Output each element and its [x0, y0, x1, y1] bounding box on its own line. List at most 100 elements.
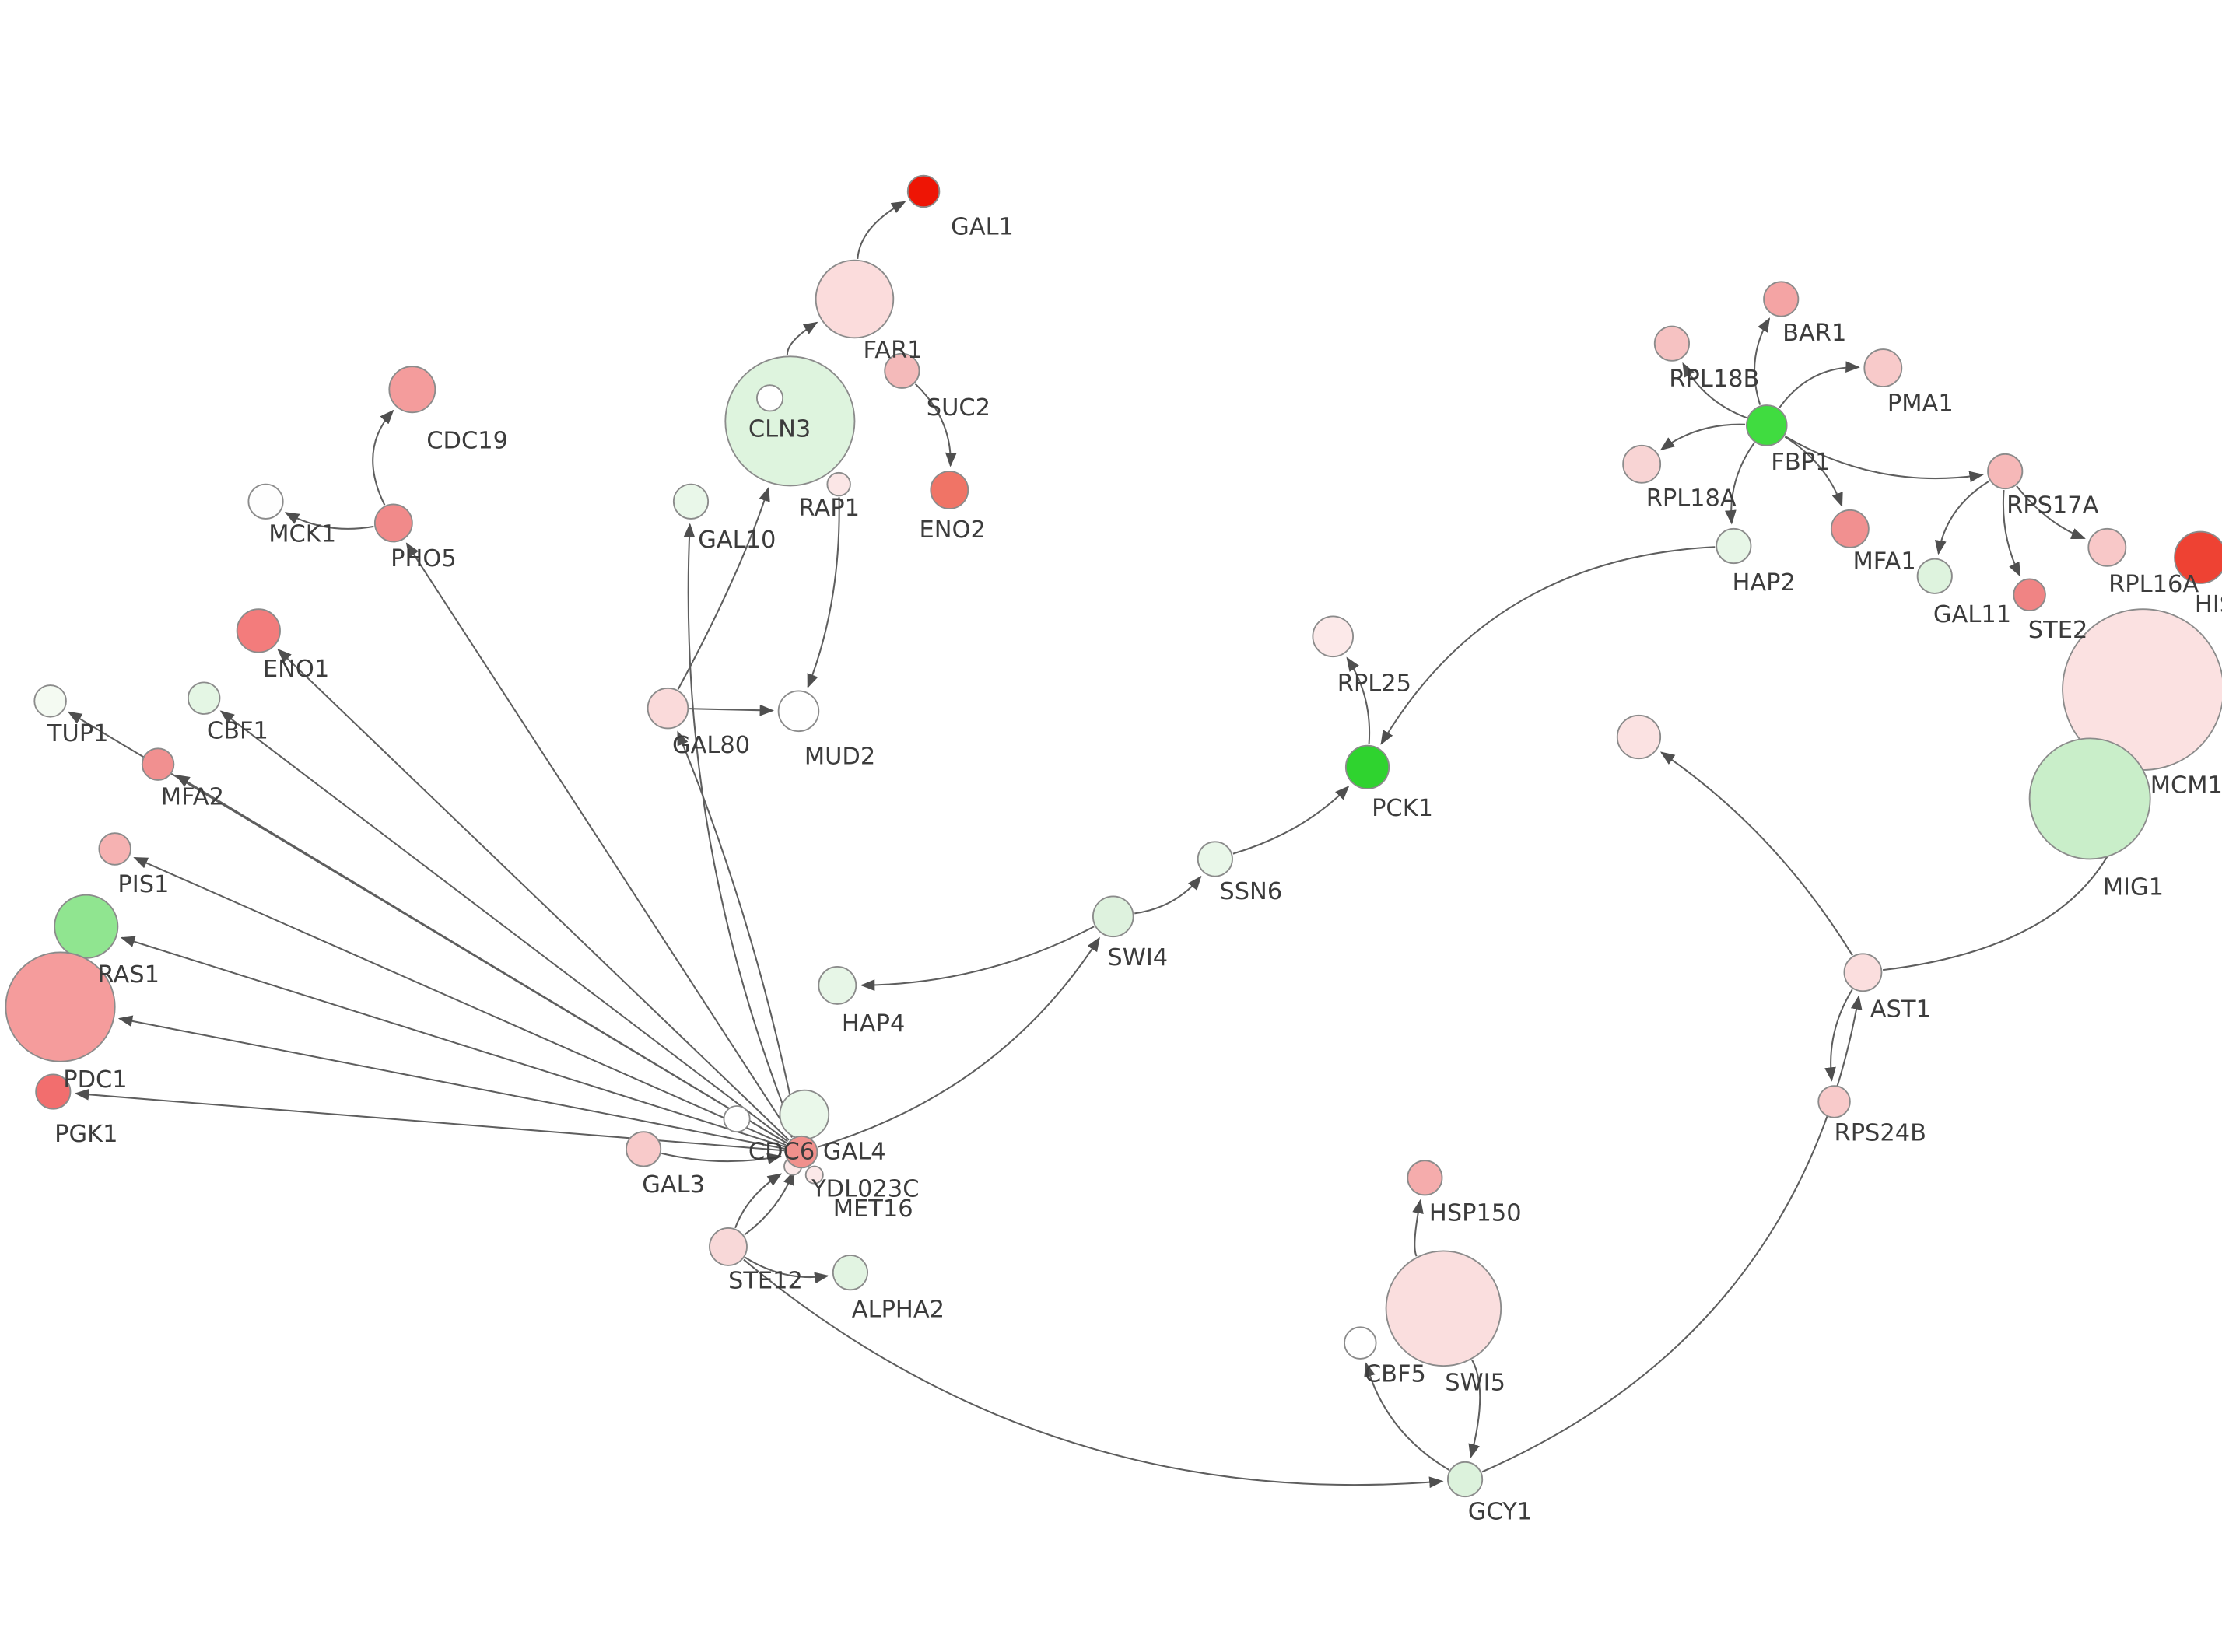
- node-SWI5[interactable]: [1385, 1250, 1502, 1367]
- edge-GAL4-SWI4[interactable]: [818, 936, 1100, 1148]
- node-MFA2[interactable]: [141, 747, 175, 781]
- node-PMA1[interactable]: [1863, 348, 1903, 387]
- edge-GAL80-MUD2[interactable]: [689, 704, 775, 716]
- node-RPL18B[interactable]: [1653, 325, 1690, 362]
- edge-GAL4-GAL10[interactable]: [683, 523, 796, 1136]
- edge-FBP1-RPL18B[interactable]: [1682, 362, 1747, 419]
- edge-STE12-YDL023C[interactable]: [734, 1173, 783, 1229]
- node-FAR1[interactable]: [815, 259, 895, 339]
- node-SUC2[interactable]: [884, 352, 920, 389]
- edge-PHO5-CDC19[interactable]: [372, 409, 394, 506]
- node-MUD2[interactable]: [777, 690, 820, 733]
- edge-GAL4-PGK1[interactable]: [74, 1088, 785, 1152]
- node-HSP150[interactable]: [1407, 1160, 1443, 1196]
- node-PCK1[interactable]: [1344, 744, 1390, 789]
- edge-GAL4-RAS1[interactable]: [120, 936, 786, 1148]
- edge-GAL4-PDC1[interactable]: [117, 1015, 785, 1150]
- node-N1[interactable]: [756, 384, 784, 412]
- node-RPL18A[interactable]: [1622, 444, 1662, 484]
- node-ENO1[interactable]: [236, 608, 281, 653]
- node-GAL80[interactable]: [647, 687, 689, 730]
- edge-SWI4-HAP4[interactable]: [860, 926, 1095, 992]
- edge-FBP1-HAP2[interactable]: [1725, 442, 1755, 525]
- node-STE2[interactable]: [2013, 578, 2046, 612]
- node-RAS1[interactable]: [54, 894, 119, 959]
- node-GAL1[interactable]: [906, 174, 941, 208]
- node-MCK1[interactable]: [247, 483, 284, 520]
- edge-GAL4-PIS1[interactable]: [133, 856, 787, 1146]
- edge-GCY1-CBF5[interactable]: [1364, 1362, 1449, 1471]
- node-HAP4[interactable]: [818, 966, 857, 1005]
- node-GAL10[interactable]: [672, 483, 710, 520]
- edge-STE12-ALPHA2[interactable]: [745, 1256, 829, 1284]
- edge-SUC2-ENO2[interactable]: [914, 383, 957, 467]
- edge-SWI5-HSP150[interactable]: [1412, 1199, 1424, 1257]
- node-BAR1[interactable]: [1763, 281, 1800, 317]
- node-HIS4[interactable]: [2174, 530, 2222, 584]
- node-CBF1[interactable]: [187, 681, 221, 715]
- node-PHO5[interactable]: [373, 503, 413, 543]
- edge-SWI5-GCY1[interactable]: [1468, 1360, 1481, 1459]
- node-FBP1[interactable]: [1746, 404, 1788, 446]
- edge-GAL80-CLN3[interactable]: [677, 486, 770, 690]
- node-RPL25[interactable]: [1312, 615, 1354, 658]
- node-ENO2[interactable]: [930, 471, 969, 509]
- node-SSN6[interactable]: [1197, 841, 1233, 877]
- node-PIS1[interactable]: [98, 832, 131, 866]
- edge-STE12-GAL4[interactable]: [744, 1171, 794, 1236]
- node-CDC6[interactable]: [779, 1089, 830, 1140]
- node-RPL16A[interactable]: [2087, 527, 2127, 567]
- node-CLN3[interactable]: [724, 355, 856, 487]
- edge-AST1-N3[interactable]: [1659, 751, 1853, 956]
- node-RAP1[interactable]: [826, 471, 851, 497]
- edge-GAL4-ENO1[interactable]: [277, 649, 790, 1141]
- edge-SWI4-SSN6[interactable]: [1134, 875, 1202, 915]
- edge-PHO5-MCK1[interactable]: [284, 512, 374, 530]
- node-N3[interactable]: [1616, 714, 1662, 760]
- node-GAL11[interactable]: [1916, 558, 1953, 594]
- node-TUP1[interactable]: [33, 684, 67, 718]
- edge-FBP1-RPL18A[interactable]: [1659, 423, 1746, 451]
- edge-GAL3-GAL4[interactable]: [661, 1152, 782, 1164]
- node-GCY1[interactable]: [1447, 1461, 1484, 1498]
- edge-GAL4-GAL80[interactable]: [677, 730, 799, 1136]
- edge-SSN6-PCK1[interactable]: [1232, 786, 1350, 855]
- node-RPS24B[interactable]: [1817, 1085, 1851, 1118]
- edge-RAP1-MUD2[interactable]: [807, 497, 840, 689]
- node-HAP2[interactable]: [1716, 527, 1752, 565]
- node-STE12[interactable]: [709, 1227, 748, 1266]
- node-MFA1[interactable]: [1830, 509, 1870, 548]
- edge-GCY1-AST1[interactable]: [1481, 995, 1863, 1473]
- edge-HAP2-PCK1[interactable]: [1380, 546, 1716, 745]
- node-CDC19[interactable]: [388, 366, 436, 414]
- edge-STE12-GCY1[interactable]: [743, 1258, 1444, 1489]
- edge-FBP1-BAR1[interactable]: [1754, 317, 1771, 405]
- node-MET16[interactable]: [804, 1165, 824, 1185]
- node-PGK1[interactable]: [35, 1073, 72, 1110]
- edge-FBP1-MFA1[interactable]: [1784, 436, 1843, 508]
- node-AST1[interactable]: [1843, 953, 1883, 992]
- edge-GAL4-MFA2[interactable]: [175, 774, 787, 1144]
- edge-GAL4-PHO5[interactable]: [405, 542, 794, 1138]
- edge-FBP1-RPS17A[interactable]: [1785, 436, 1984, 483]
- node-SWI4[interactable]: [1092, 895, 1134, 938]
- node-ALPHA2[interactable]: [832, 1255, 868, 1291]
- edge-PCK1-RPL25[interactable]: [1346, 656, 1371, 744]
- node-RPS17A[interactable]: [1987, 453, 2024, 490]
- edge-CLN3-FAR1[interactable]: [786, 321, 818, 355]
- node-GAL4[interactable]: [784, 1135, 818, 1169]
- edge-RPS17A-STE2[interactable]: [2002, 489, 2021, 577]
- edge-FBP1-PMA1[interactable]: [1779, 361, 1860, 408]
- edge-AST1-RPS24B[interactable]: [1824, 989, 1853, 1082]
- edge-RPS17A-RPL16A[interactable]: [2016, 485, 2086, 540]
- edge-FAR1-GAL1[interactable]: [857, 201, 906, 260]
- edge-GAL4-CBF1[interactable]: [219, 710, 789, 1143]
- node-N2[interactable]: [723, 1105, 751, 1133]
- edge-RPS17A-GAL11[interactable]: [1935, 480, 1990, 555]
- node-CBF5[interactable]: [1344, 1326, 1377, 1360]
- node-PDC1[interactable]: [5, 951, 116, 1062]
- node-MIG1[interactable]: [2028, 737, 2151, 860]
- node-GAL3[interactable]: [626, 1131, 662, 1167]
